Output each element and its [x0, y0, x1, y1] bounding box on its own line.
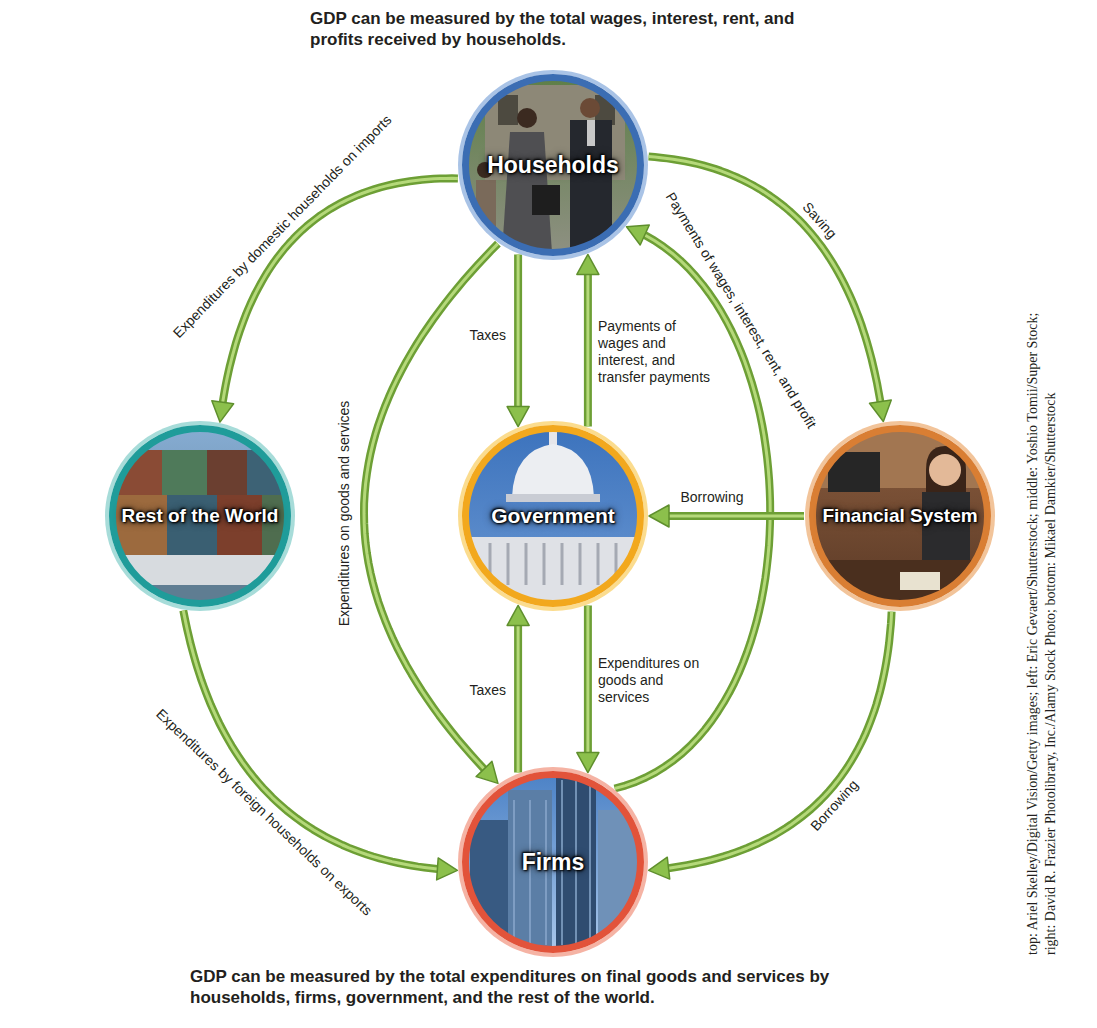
- flow-arrow: [507, 254, 529, 426]
- man-head: [580, 98, 600, 118]
- port-photo: [112, 428, 292, 610]
- flow-label: Expenditures by foreign households on ex…: [151, 704, 377, 920]
- paper: [900, 572, 940, 590]
- arrow-head: [476, 761, 498, 783]
- diagram-caption: GDP can be measured by the total expendi…: [190, 966, 930, 1008]
- arrow-shaft: [183, 611, 437, 870]
- flow-label: Expenditures on goods and services: [596, 655, 716, 706]
- glass-lines: [514, 780, 590, 945]
- photo-ground: [812, 428, 988, 604]
- dome-drum: [506, 494, 600, 502]
- arrow-head: [649, 505, 669, 527]
- node-label: Government: [491, 504, 615, 528]
- node-label: Financial System: [822, 505, 977, 527]
- woman-head: [517, 108, 537, 128]
- node-label: Households: [487, 152, 619, 178]
- flow-label: Saving: [797, 197, 841, 243]
- tree: [596, 584, 656, 616]
- arrow-shaft-light: [669, 612, 892, 869]
- households-photo: [465, 77, 641, 253]
- flow-label: Borrowing: [679, 489, 746, 506]
- arrow-head: [437, 858, 458, 880]
- arrow-shaft-light: [669, 515, 804, 518]
- flow-circle: Households: [462, 74, 644, 256]
- capitol-photo: [450, 428, 656, 616]
- bank-photo: [812, 428, 988, 604]
- arrow-head: [507, 407, 529, 427]
- diagram-title: GDP can be measured by the total wages, …: [310, 8, 830, 50]
- arrow-shaft-light: [517, 254, 520, 406]
- flow-arrow: [649, 612, 892, 879]
- flow-label: Payments of wages, interest, rent, and p…: [660, 187, 820, 433]
- flow-label: Payments of wages and interest, and tran…: [596, 318, 716, 386]
- flow-circle: Government: [462, 425, 644, 607]
- flow-arrow: [364, 244, 498, 784]
- capitol-dome: [512, 444, 594, 497]
- arrow-head: [627, 225, 650, 245]
- arrow-head: [212, 401, 234, 422]
- flow-arrow: [507, 605, 529, 772]
- flow-label: Taxes: [468, 682, 509, 699]
- flow-circle: Financial System: [809, 425, 991, 607]
- arrow-shaft-light: [586, 274, 589, 426]
- tree: [450, 584, 510, 616]
- face: [929, 454, 961, 486]
- man-suit: [570, 120, 612, 253]
- flow-label: Expenditures by domestic households on i…: [168, 110, 396, 343]
- flow-label: Expenditures on goods and services: [336, 398, 353, 628]
- arrow-shaft: [669, 512, 804, 520]
- handbag: [532, 185, 560, 215]
- ship-hull: [112, 555, 288, 585]
- arrow-shaft-light: [223, 178, 458, 402]
- house-window: [498, 95, 518, 125]
- arrow-shaft: [669, 612, 892, 869]
- arrow-head: [649, 857, 670, 879]
- arrow-shaft-light: [586, 605, 589, 752]
- arrow-head: [577, 753, 599, 773]
- flow-circle: Firms: [462, 771, 644, 953]
- capitol-building: [468, 537, 638, 607]
- container: [162, 450, 207, 495]
- flow-arrow: [183, 611, 457, 880]
- arrow-shaft: [514, 254, 522, 406]
- photo-credit: top: Ariel Skelley/Digital Vision/Getty …: [1024, 295, 1060, 955]
- photo-ground: [465, 77, 641, 253]
- arrow-head: [507, 605, 529, 625]
- container: [207, 450, 247, 495]
- skyline-photo: [465, 770, 642, 950]
- flow-arrow: [212, 178, 458, 422]
- man-shirt: [587, 120, 595, 146]
- arrow-shaft-light: [183, 611, 437, 870]
- dome-lantern: [549, 430, 557, 446]
- arrow-shaft: [584, 605, 592, 752]
- sky: [465, 774, 641, 950]
- arrow-head: [870, 400, 892, 421]
- flow-label: Taxes: [468, 327, 509, 344]
- container: [112, 450, 162, 495]
- node-label: Firms: [522, 849, 585, 875]
- arrow-shaft-light: [517, 625, 520, 772]
- tower: [470, 820, 510, 950]
- arrow-shaft: [223, 178, 458, 402]
- flow-label: Borrowing: [805, 774, 863, 835]
- hair: [926, 446, 966, 500]
- tower: [598, 810, 642, 950]
- arrow-head: [577, 254, 599, 274]
- node-label: Rest of the World: [122, 505, 279, 527]
- columns: [490, 543, 616, 585]
- desk: [812, 560, 988, 604]
- monitor: [828, 452, 880, 492]
- arrow-shaft: [584, 274, 592, 426]
- flow-arrow: [649, 505, 804, 527]
- arrow-shaft: [514, 625, 522, 772]
- flow-circle: Rest of the World: [109, 425, 291, 607]
- child-body: [476, 180, 496, 250]
